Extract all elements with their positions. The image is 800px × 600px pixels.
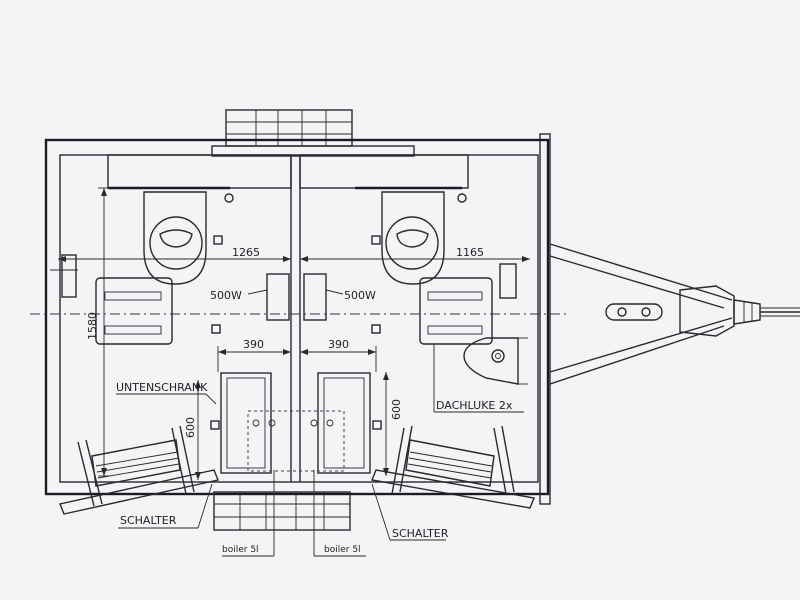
roof-vent-bottom: [213, 491, 351, 531]
fixtures-small: [210, 193, 467, 430]
trailer-body: [44, 133, 551, 505]
tow-bar: [549, 243, 800, 385]
cabinet-label: UNTENSCHRANK: [116, 381, 208, 394]
door-right: [310, 372, 371, 474]
boiler-right-label: boiler 5l: [324, 545, 361, 555]
dim-door-right-label: 390: [328, 338, 349, 351]
dim-door-left-label: 390: [243, 338, 264, 351]
shower-tray-left: [95, 277, 173, 345]
heater-right: [303, 273, 344, 321]
roof-hatch-label: DACHLUKE 2x: [436, 399, 513, 412]
entry-step-right: [371, 425, 535, 509]
toilet-right: [381, 191, 445, 285]
left-wall-details: [50, 254, 517, 299]
dimension-lines: [58, 187, 530, 480]
dim-600-left-label: 600: [184, 417, 197, 438]
top-counters: [107, 154, 469, 190]
door-left: [220, 372, 276, 474]
dim-left-width-label: 1265: [232, 246, 260, 259]
switch-right-label: SCHALTER: [392, 527, 449, 540]
center-partition-wall: [290, 155, 301, 482]
boiler-left-label: boiler 5l: [222, 545, 259, 555]
power-left-label: 500W: [210, 289, 242, 302]
leader-lines: [116, 344, 524, 557]
power-right-label: 500W: [344, 289, 376, 302]
wash-basin: [463, 337, 528, 385]
dim-height-label: 1580: [86, 312, 99, 340]
toilet-left: [143, 191, 207, 285]
dim-600-right-label: 600: [390, 399, 403, 420]
boiler-outline: [247, 410, 345, 472]
entry-step-left: [59, 425, 219, 515]
heater-left: [247, 273, 290, 321]
shower-tray-right: [419, 277, 493, 345]
switch-left-label: SCHALTER: [120, 514, 177, 527]
dim-right-width-label: 1165: [456, 246, 484, 259]
